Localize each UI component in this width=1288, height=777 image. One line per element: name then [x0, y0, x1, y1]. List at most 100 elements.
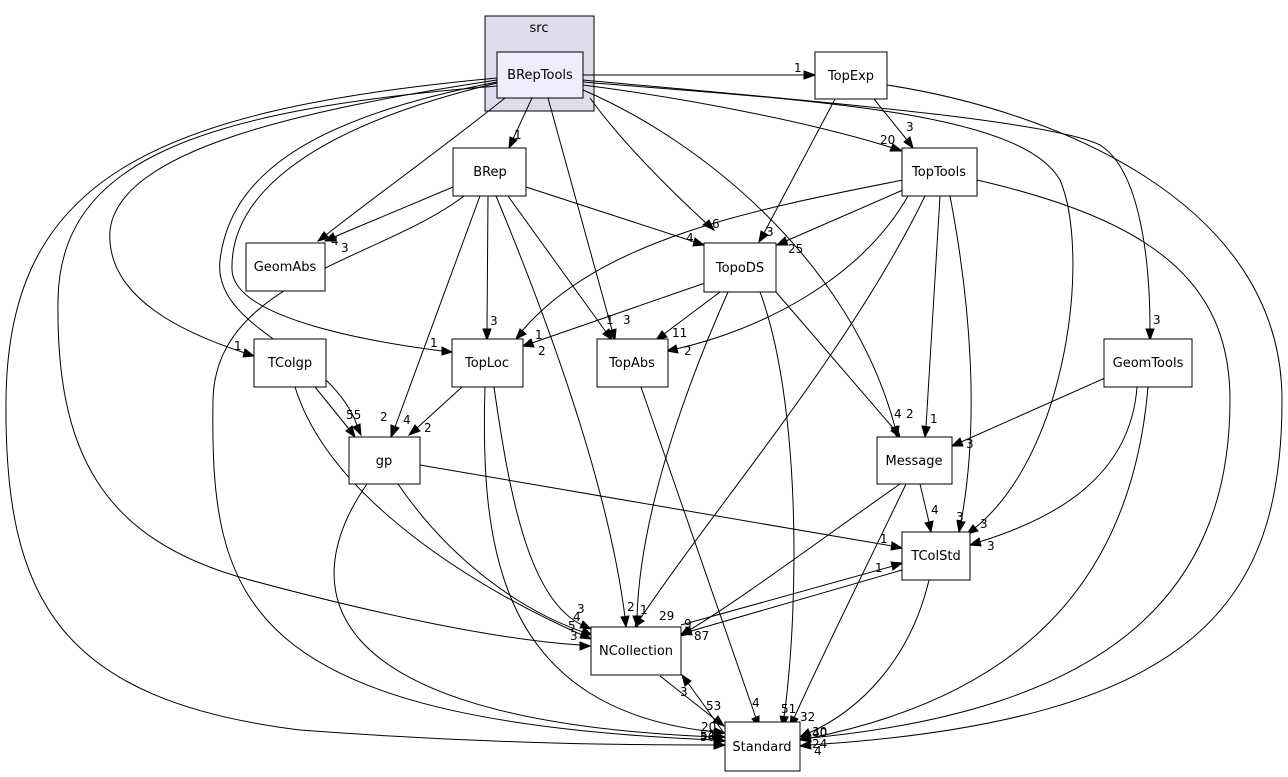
edge-label: 3	[906, 120, 914, 134]
edge-toptools-topods[interactable]: 25	[775, 189, 904, 256]
edge-tcolstd-ncollection[interactable]: 87	[679, 569, 903, 643]
edge-brep-gp[interactable]: 4	[390, 195, 481, 439]
node-toploc[interactable]: TopLoc	[451, 338, 524, 388]
node-label: Message	[886, 454, 943, 469]
node-brep[interactable]: BRep	[452, 147, 527, 197]
edge-toploc-ncollection[interactable]: 3	[493, 386, 593, 630]
edge-label: 20	[701, 720, 716, 734]
edge-topexp-topods[interactable]: 3	[758, 98, 836, 244]
edge-label: 1	[880, 532, 888, 546]
node-gp[interactable]: gp	[348, 436, 421, 485]
edge-breptools-brep[interactable]: 1	[508, 97, 533, 150]
edge-label: 24	[812, 737, 827, 751]
edge-geomtools-message[interactable]: 3	[950, 377, 1106, 451]
node-topods[interactable]: TopoDS	[703, 242, 777, 293]
edge-label: 2	[906, 407, 914, 421]
edge-label: 3	[570, 629, 578, 643]
edge-tcolgp-gp[interactable]: 55	[314, 386, 361, 439]
edge-standard-ncollection[interactable]: 3	[680, 673, 725, 734]
edge-topods-standard[interactable]: 51	[759, 291, 796, 729]
edge-brep-topabs[interactable]: 1	[507, 195, 614, 342]
edge-toptools-tcolstd[interactable]: 3	[949, 195, 972, 534]
edge-label: 87	[694, 629, 709, 643]
edge-label: 51	[781, 702, 796, 716]
edge-geomtools-tcolstd[interactable]: 3	[968, 386, 1138, 553]
edge-tcolstd-standard[interactable]: 40	[798, 579, 930, 740]
edge-breptools-topexp[interactable]: 1	[583, 61, 817, 80]
edge-breptools-ncollection[interactable]: 5	[57, 85, 592, 651]
node-topabs[interactable]: TopAbs	[596, 338, 669, 388]
edge-label: 3	[980, 517, 988, 531]
edge-topods-message[interactable]: 4	[775, 291, 902, 439]
edge-label: 2	[684, 344, 692, 358]
edge-topods-toploc[interactable]: 2	[521, 282, 706, 358]
edge-label: 3	[766, 225, 774, 239]
edge-topexp-toptools[interactable]: 3	[873, 98, 914, 150]
edge-label: 4	[573, 610, 581, 624]
edge-ncollection-tcolstd[interactable]: 1	[680, 561, 904, 626]
edge-brep-geomabs[interactable]: 3	[323, 186, 454, 255]
edge-geomtools-standard[interactable]: 24	[798, 386, 1149, 751]
edge-label: 4	[931, 503, 939, 517]
edge-label: 3	[577, 602, 585, 616]
node-geomabs[interactable]: GeomAbs	[245, 242, 326, 292]
edge-toptools-toploc[interactable]: 1	[515, 179, 904, 342]
node-topexp[interactable]: TopExp	[814, 51, 888, 100]
edge-label: 3	[956, 510, 964, 524]
edge-label: 3	[966, 437, 974, 451]
edge-label: 29	[659, 609, 674, 623]
edge-breptools-toploc[interactable]: 1	[231, 82, 498, 356]
nodes-layer: BRepTools TopExp BRep TopTools GeomAbs T…	[245, 51, 1193, 772]
edge-label: 32	[800, 710, 815, 724]
edge-breptools-tcolstd[interactable]: 3	[582, 81, 1074, 535]
edge-label: 25	[788, 242, 803, 256]
node-label: NCollection	[599, 644, 673, 659]
edge-label: 9	[684, 617, 692, 631]
edge-label: 1	[930, 412, 938, 426]
node-geomtools[interactable]: GeomTools	[1103, 338, 1193, 388]
node-label: TopoDS	[715, 261, 764, 276]
edge-topexp-standard[interactable]: 4	[798, 84, 1283, 758]
node-message[interactable]: Message	[876, 436, 953, 485]
edge-brep-toploc[interactable]: 3	[482, 195, 498, 342]
edge-label: 2	[538, 344, 546, 358]
edge-gp-ncollection[interactable]: 4	[397, 483, 594, 636]
edge-toptools-topabs[interactable]: 2	[665, 195, 909, 358]
edge-brep-topods[interactable]: 4	[525, 186, 706, 247]
edge-breptools-topods[interactable]: 6	[589, 97, 720, 232]
node-ncollection[interactable]: NCollection	[590, 626, 682, 676]
edge-gp-standard[interactable]: 52	[333, 483, 727, 742]
edge-label: 1	[234, 339, 242, 353]
edge-gp-tcolstd[interactable]: 1	[419, 464, 904, 551]
node-standard[interactable]: Standard	[724, 721, 801, 772]
edge-breptools-toptools[interactable]: 20	[582, 84, 904, 152]
edge-topabs-standard[interactable]: 4	[640, 386, 760, 729]
node-label: TopAbs	[608, 356, 655, 371]
edge-label: 2	[380, 410, 388, 424]
node-tcolgp[interactable]: TColgp	[253, 338, 327, 388]
cluster-src-label: src	[530, 21, 549, 36]
edge-toptools-message[interactable]: 1	[921, 195, 941, 439]
edge-label: 2	[424, 421, 432, 435]
edge-label: 6	[712, 217, 720, 231]
node-label: TColgp	[267, 356, 312, 371]
edge-message-ncollection[interactable]: 9	[678, 483, 901, 637]
edge-breptools-geomtools[interactable]: 3	[582, 79, 1161, 342]
node-label: GeomTools	[1113, 356, 1184, 371]
edge-message-tcolstd[interactable]: 4	[919, 483, 939, 534]
node-label: TopLoc	[464, 356, 509, 371]
edge-label: 4	[403, 413, 411, 427]
edge-breptools-topabs[interactable]: 3	[547, 97, 631, 342]
edge-brep-ncollection[interactable]: 2	[495, 195, 635, 629]
edge-toploc-gp[interactable]: 2	[407, 386, 463, 436]
node-label: TopTools	[911, 165, 966, 180]
node-breptools[interactable]: BRepTools	[496, 51, 584, 99]
edge-breptools-tcolgp[interactable]: 1	[109, 79, 498, 358]
edge-label: 53	[706, 699, 721, 713]
edge-label: 3	[623, 313, 631, 327]
edge-ncollection-standard[interactable]: 53	[659, 675, 726, 727]
node-tcolstd[interactable]: TColStd	[901, 531, 971, 581]
edge-label: 2	[627, 600, 635, 614]
node-toptools[interactable]: TopTools	[901, 147, 978, 197]
